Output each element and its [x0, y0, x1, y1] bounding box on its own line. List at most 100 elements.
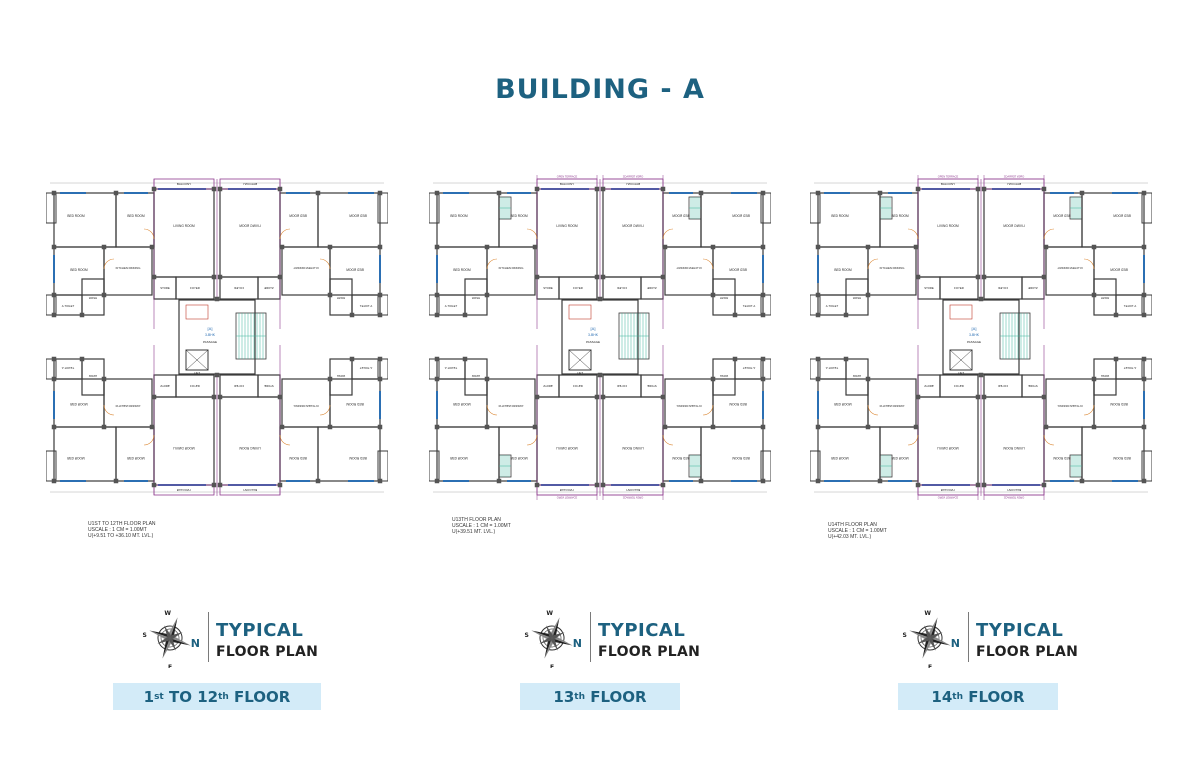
column: [978, 296, 984, 302]
page-title: BUILDING - A: [495, 74, 705, 105]
living-wall: [536, 188, 598, 278]
compass-letter-e: E: [550, 664, 554, 668]
column: [349, 356, 355, 362]
room-label: KITCHEN DINNING: [677, 404, 702, 408]
room-label: FOYER: [954, 286, 964, 290]
compass-point: [917, 637, 930, 644]
room-label: KITCHEN DINNING: [294, 404, 319, 408]
column: [484, 244, 490, 250]
column: [217, 394, 223, 400]
column: [981, 482, 987, 488]
bedroom-wall: [115, 192, 155, 248]
column: [760, 478, 766, 484]
column: [1041, 186, 1047, 192]
column: [975, 482, 981, 488]
column: [660, 186, 666, 192]
column: [279, 424, 285, 430]
terrace-label: OPEN TERRACE: [938, 175, 959, 179]
column: [101, 424, 107, 430]
bedroom-wall: [817, 426, 881, 482]
toilet-wall: [377, 294, 388, 316]
column: [843, 356, 849, 362]
room-label: KITCHEN DINNING: [677, 266, 702, 270]
door-swing: [1083, 404, 1095, 416]
column: [327, 424, 333, 430]
column: [434, 356, 440, 362]
kitchen-wall: [1045, 378, 1095, 428]
toilet-wall: [1141, 294, 1152, 316]
bedroom-wall: [279, 426, 319, 482]
terrace-label: OPEN TERRACE: [1004, 496, 1025, 500]
room-label: FOYER: [998, 286, 1008, 290]
room-label: BED ROOM: [127, 214, 145, 218]
door-swing: [702, 404, 714, 416]
passage-label: PASSAGE: [967, 340, 981, 344]
room-label: WASH: [720, 296, 728, 300]
toilet-wall: [46, 294, 57, 316]
column: [1141, 424, 1147, 430]
column: [484, 424, 490, 430]
terrace-rail: [536, 175, 598, 180]
column: [1043, 424, 1049, 430]
column: [600, 394, 606, 400]
column: [1041, 274, 1047, 280]
room-label: FOYER: [190, 384, 200, 388]
living-wall: [153, 396, 215, 486]
lift-shaft: [185, 349, 209, 371]
room-label: FOYER: [617, 286, 627, 290]
column: [434, 478, 440, 484]
lift-cross: [949, 349, 973, 371]
door-swing: [1043, 228, 1055, 240]
room-label: FOYER: [234, 286, 244, 290]
column: [277, 482, 283, 488]
room-label: BED ROOM: [453, 268, 471, 272]
room-label: A.TOILET: [360, 366, 373, 370]
door-swing: [103, 404, 115, 416]
living-wall: [219, 188, 281, 278]
compass-rose: [909, 617, 951, 659]
column: [865, 292, 871, 298]
room-label: LIVING ROOM: [937, 446, 959, 450]
room-label: KITCHEN DINNING: [294, 266, 319, 270]
column: [978, 372, 984, 378]
column: [51, 292, 57, 298]
kitchen-wall: [103, 246, 153, 296]
column: [1141, 356, 1147, 362]
compass-point: [170, 632, 183, 639]
bhk-label: 3-BHK: [205, 333, 216, 337]
compass-point: [928, 617, 938, 638]
toilet-wall: [46, 192, 57, 224]
room-label: BALCONY: [243, 488, 257, 492]
toilet-wall: [429, 450, 440, 482]
foyer-wall: [939, 276, 979, 300]
room-label: STORE: [1028, 384, 1038, 388]
column: [913, 424, 919, 430]
compass-rose: [149, 617, 191, 659]
column: [211, 482, 217, 488]
terrace-label: OPEN TERRACE: [623, 175, 644, 179]
room-label: FOYER: [190, 286, 200, 290]
door-swing: [143, 228, 155, 240]
room-label: STORE: [924, 286, 934, 290]
room-label: BED ROOM: [510, 214, 528, 218]
living-wall: [153, 188, 215, 278]
room-label: FOYER: [998, 384, 1008, 388]
room-label: STORE: [924, 384, 934, 388]
bedroom-wall: [879, 426, 919, 482]
column: [865, 244, 871, 250]
compass-letter-n: N: [951, 637, 960, 650]
column: [377, 424, 383, 430]
column: [79, 356, 85, 362]
column: [434, 312, 440, 318]
column: [600, 186, 606, 192]
room-label: LIVING ROOM: [622, 446, 644, 450]
compass-point: [552, 636, 573, 646]
column: [732, 312, 738, 318]
room-label: WASH: [89, 296, 97, 300]
room-label: FOYER: [234, 384, 244, 388]
column: [51, 376, 57, 382]
floor-plan-subheading: FLOOR PLAN: [598, 644, 701, 660]
